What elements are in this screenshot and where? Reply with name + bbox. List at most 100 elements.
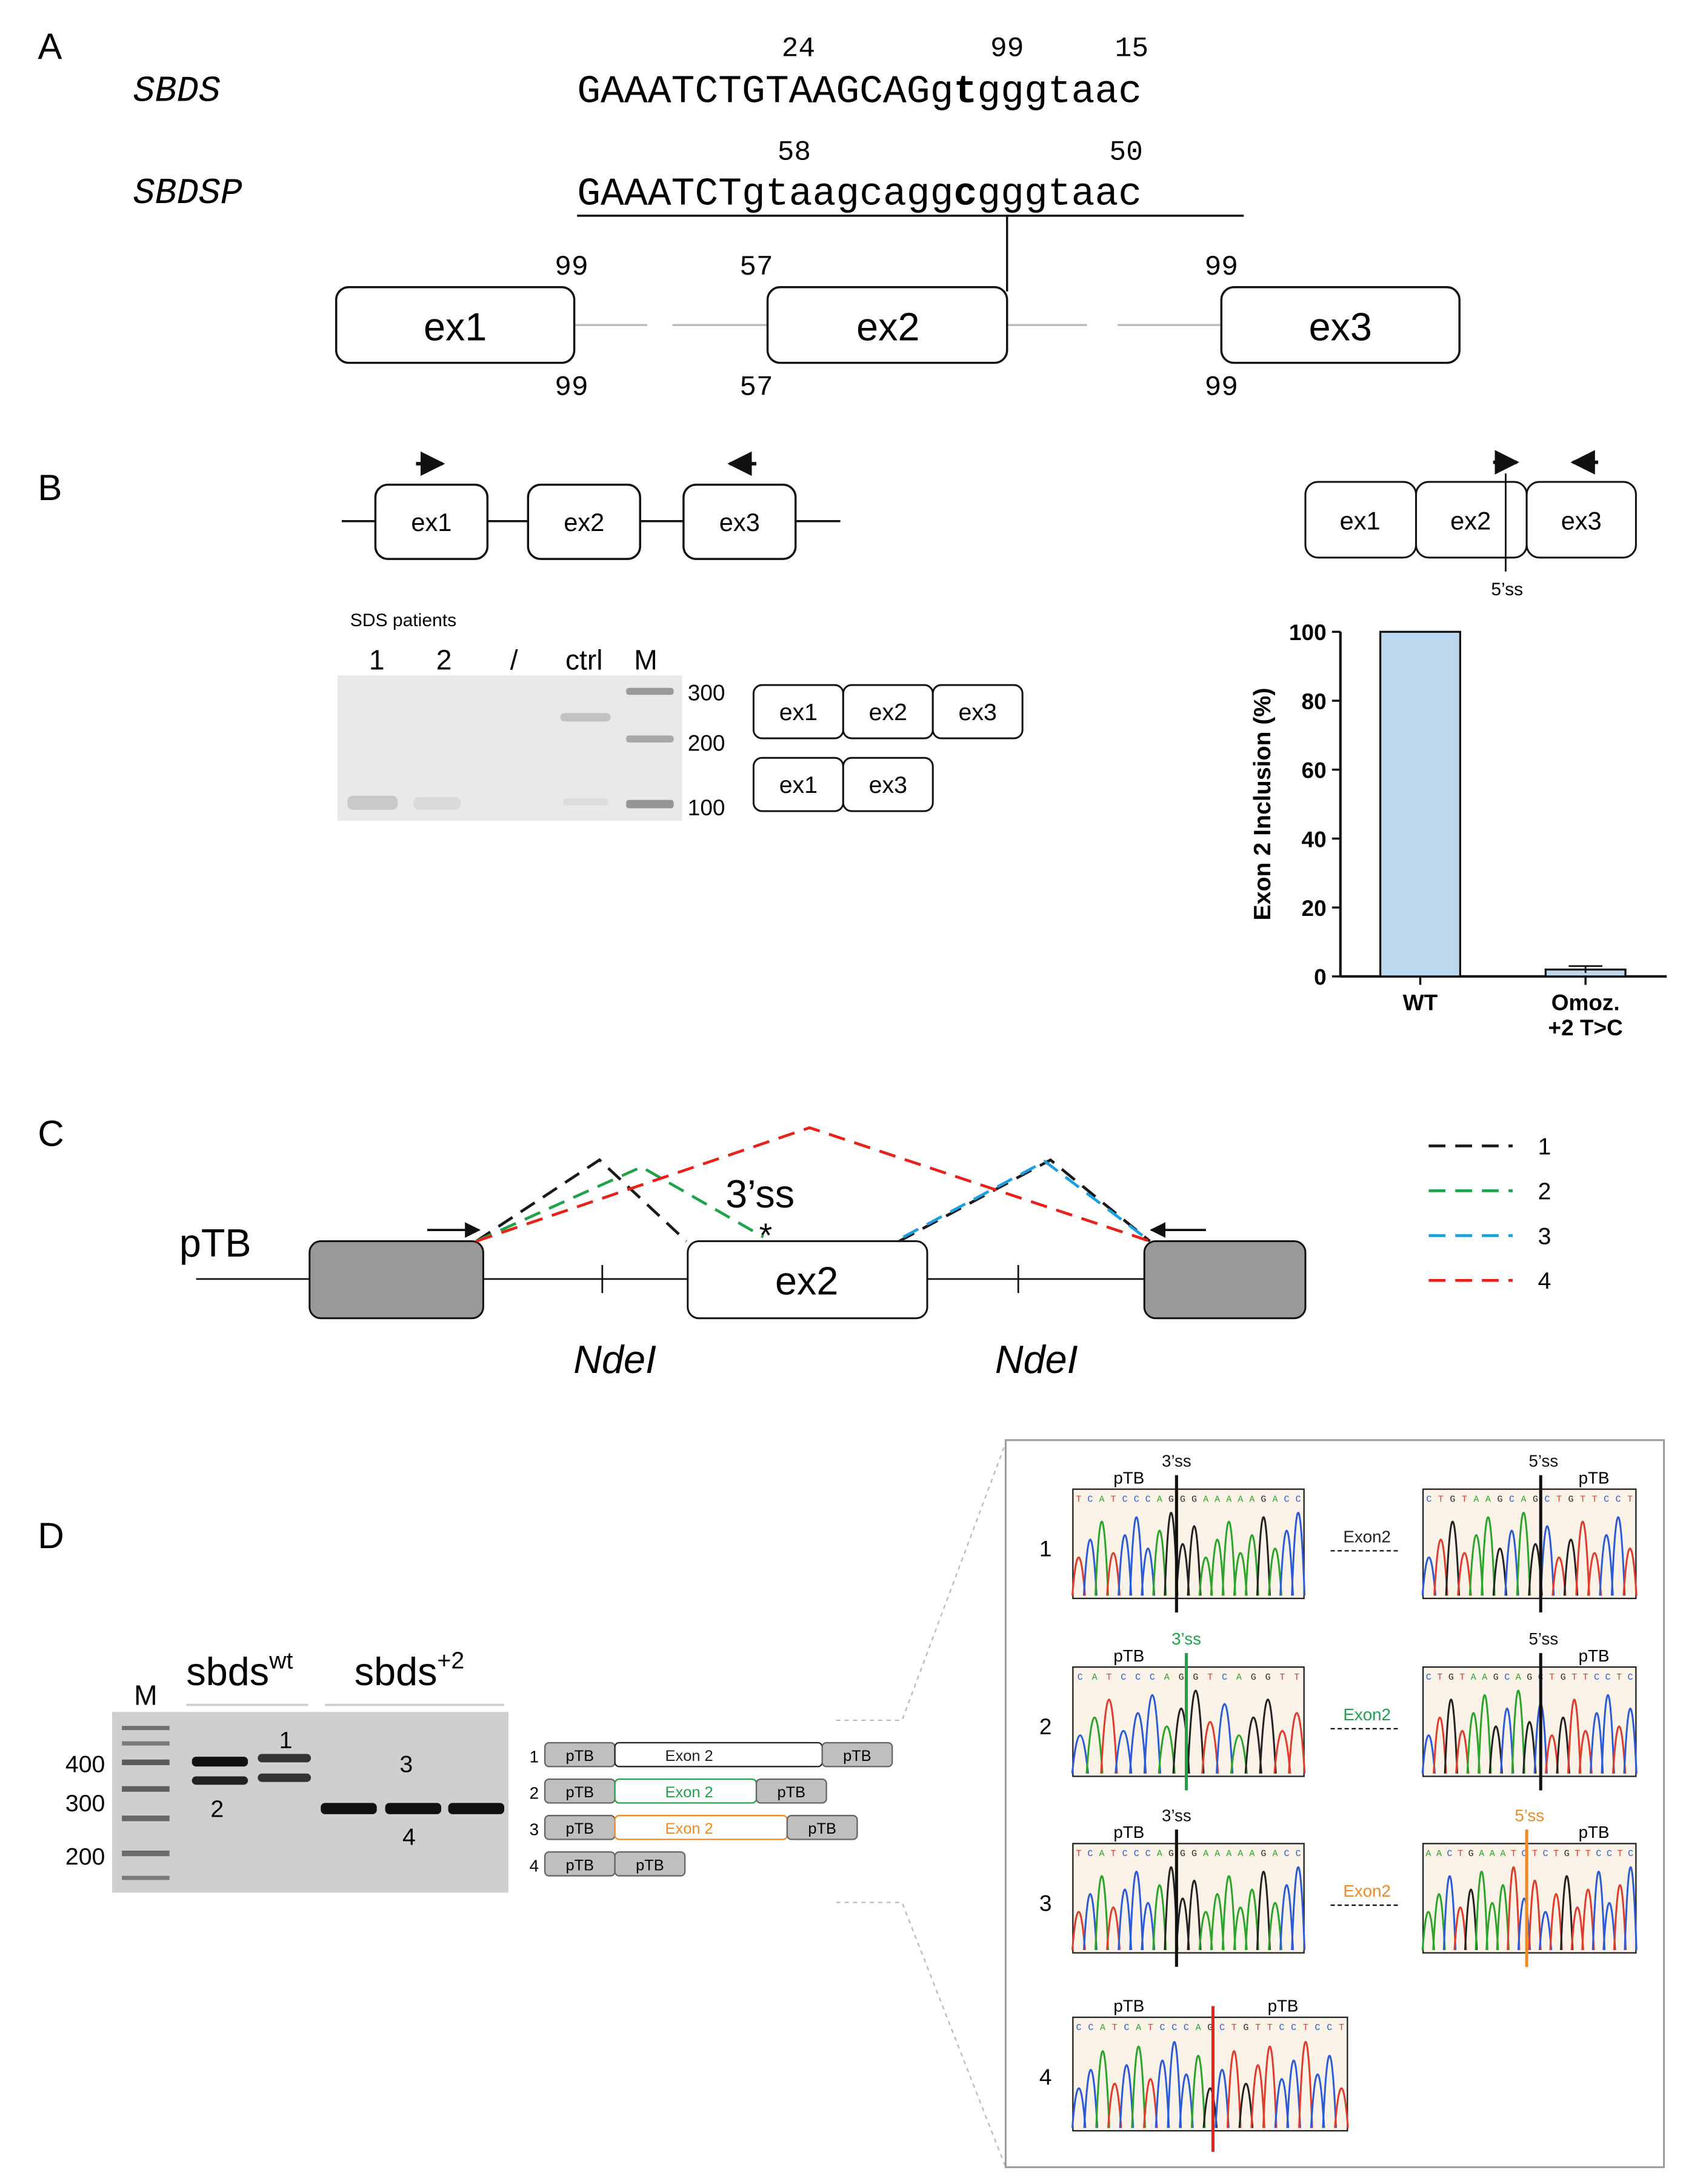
trace-peak [1298, 2040, 1313, 2128]
trace-peak [1210, 1892, 1225, 1951]
chromatogram-trace [1072, 2016, 1348, 2132]
trace-peak [1141, 1548, 1156, 1596]
trace-peak [1152, 1529, 1167, 1596]
trace-peak [1143, 2078, 1158, 2128]
trace-peak [1095, 2050, 1110, 2128]
base-call: T [1111, 1494, 1116, 1504]
size-label-200: 200 [65, 1843, 105, 1870]
base-call: G [1193, 1672, 1198, 1683]
trace-peak [1244, 1888, 1259, 1951]
trace-peak [1599, 1534, 1614, 1596]
ndei-label-right: NdeI [995, 1337, 1078, 1381]
base-call: G [1450, 1494, 1455, 1504]
construct-ptb-right [755, 1778, 827, 1804]
base-call: A [1425, 1848, 1431, 1859]
base-call: T [1279, 1672, 1285, 1683]
base-call: C [1605, 1672, 1611, 1683]
base-call: C [1504, 1672, 1510, 1683]
trace-peak [1158, 1725, 1176, 1774]
exon-box-ex2 [766, 286, 1008, 364]
b-right-exon-ex2-label: ex2 [1450, 507, 1491, 535]
trace-peak [1455, 1729, 1470, 1774]
base-call: T [1532, 1848, 1538, 1859]
trace-peak [1202, 2087, 1218, 2128]
size-label-300: 300 [65, 1790, 105, 1817]
base-call: T [1438, 1494, 1444, 1504]
trace-peak [1210, 1538, 1225, 1596]
base-call: C [1134, 1494, 1139, 1504]
five-prime-ss-label: 5’ss [1528, 1629, 1558, 1648]
trace-peak [1115, 1730, 1133, 1774]
trace-peak [1233, 1552, 1248, 1596]
base-call: G [1261, 1848, 1266, 1859]
trace-peak [1623, 1708, 1638, 1774]
gel-title: SDS patients [350, 610, 456, 630]
trace-peak [1215, 2069, 1230, 2128]
trace-peak [1082, 1892, 1098, 1951]
trace-peak [1250, 2064, 1265, 2128]
chart-y-tick-label: 20 [1302, 896, 1327, 921]
trace-peak [1575, 1521, 1590, 1596]
base-call: A [1203, 1848, 1208, 1859]
marker-size-200: 200 [688, 731, 725, 756]
base-call: T [1511, 1848, 1516, 1859]
trace-peak [1071, 1911, 1086, 1951]
exon-label-ex1: ex1 [424, 305, 487, 349]
trace-peak [1464, 1888, 1478, 1951]
trace-peak [1268, 1902, 1282, 1951]
ex2-bottom-score: 57 [739, 372, 773, 404]
trace-peak [1433, 1538, 1448, 1596]
trace-peak [1187, 1689, 1205, 1774]
construct-2: 2 pTB Exon 2 pTB [530, 1778, 827, 1804]
trace-peak [1128, 1712, 1147, 1774]
base-call: A [1490, 1848, 1495, 1859]
base-call: C [1219, 2022, 1225, 2033]
base-call: C [1327, 2022, 1332, 2033]
trace-peak [1100, 1698, 1118, 1774]
trace-peak [1560, 1875, 1574, 1951]
base-call: A [1136, 2022, 1141, 2033]
three-prime-ss-label: 3’ss [725, 1172, 795, 1216]
trace-peak [1442, 1875, 1457, 1951]
chromatogram-ptb-left: pTB [1113, 1823, 1144, 1842]
base-call: C [1447, 1848, 1453, 1859]
base-call: A [1226, 1848, 1231, 1859]
construct-1: 1 pTB Exon 2 pTB [530, 1742, 893, 1768]
chart-y-tick-label: 80 [1302, 689, 1327, 714]
size-label-400: 400 [65, 1751, 105, 1778]
legend-label-3: 3 [1538, 1223, 1551, 1249]
d-marker-ladder [122, 1726, 170, 1880]
trace-peak [1591, 1871, 1606, 1951]
base-call: C [1509, 1494, 1514, 1504]
chart-y-tick-label: 40 [1302, 827, 1327, 852]
trace-peak [1556, 1716, 1570, 1774]
base-call: C [1596, 1848, 1601, 1859]
trace-peak [1522, 1721, 1537, 1774]
base-call: C [1616, 1494, 1621, 1504]
base-call: C [1604, 1494, 1609, 1504]
exon-label-ex2: ex2 [856, 305, 919, 349]
trace-peak [1421, 1734, 1436, 1774]
trace-peak [1256, 1871, 1271, 1951]
base-call: C [1279, 2022, 1284, 2033]
base-call: C [1594, 1672, 1599, 1683]
splice-path-1 [898, 1158, 1151, 1243]
construct-number: 3 [530, 1820, 539, 1839]
b-exon-label-ex2: ex2 [564, 508, 604, 536]
base-call: C [1087, 1848, 1093, 1859]
ladder-band [122, 1875, 170, 1880]
legend-label-2: 2 [1538, 1178, 1551, 1204]
sbds-sequence: GAAATCTGTAAGCAGgtgggtaac [577, 70, 1142, 115]
gel-band [413, 797, 461, 810]
trace-peak [1152, 1884, 1167, 1951]
base-call: A [1272, 1494, 1278, 1504]
trace-peak [1256, 1516, 1271, 1596]
trace-peak [1507, 1866, 1521, 1951]
trace-peak [1274, 2078, 1290, 2128]
exon2-gap-label: Exon2 [1343, 1528, 1391, 1546]
base-call: C [1122, 1494, 1128, 1504]
product-full-ex3-label: ex3 [959, 699, 997, 726]
exon2-gap-label: Exon2 [1343, 1705, 1391, 1724]
gel-band-4 [385, 1803, 442, 1814]
base-call: C [1315, 2022, 1321, 2033]
